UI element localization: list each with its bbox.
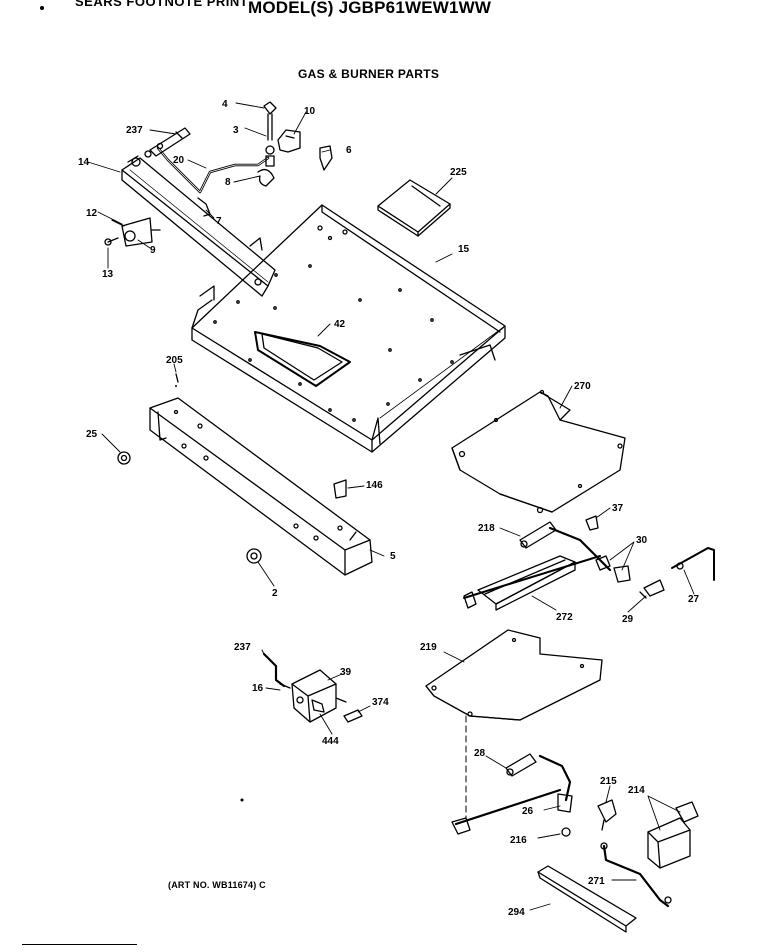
callout-272: 272 bbox=[556, 612, 573, 623]
callout-146: 146 bbox=[366, 480, 383, 491]
shield-part-219 bbox=[425, 629, 603, 721]
burner-box-part-9 bbox=[191, 204, 506, 453]
callout-271: 271 bbox=[588, 876, 605, 887]
front-rail-part-5 bbox=[149, 397, 373, 576]
callout-30: 30 bbox=[636, 535, 648, 546]
clip-part-146 bbox=[333, 479, 347, 499]
callout-14: 14 bbox=[78, 157, 90, 168]
callout-13: 13 bbox=[102, 269, 114, 280]
callout-9: 15 bbox=[458, 244, 470, 255]
callout-237: 237 bbox=[126, 125, 143, 136]
callout-20: 20 bbox=[173, 155, 185, 166]
callout-219: 219 bbox=[420, 642, 437, 653]
igniter-part-6 bbox=[319, 145, 333, 171]
orifice-parts-3-4 bbox=[263, 101, 277, 167]
callout-2: 2 bbox=[272, 588, 278, 599]
callout-205: 205 bbox=[166, 355, 183, 366]
callout-10: 10 bbox=[304, 106, 316, 117]
callout-37: 37 bbox=[612, 503, 624, 514]
callout-27: 27 bbox=[688, 594, 700, 605]
clip-part-37 bbox=[585, 515, 599, 531]
callout-29: 29 bbox=[622, 614, 634, 625]
callout-237-lower: 237 bbox=[234, 642, 251, 653]
valve-parts-12-15 bbox=[104, 217, 161, 247]
burner-part-272 bbox=[463, 555, 576, 611]
lower-burner-parts-28-26 bbox=[451, 753, 573, 837]
plate-part-225 bbox=[377, 179, 451, 237]
clip-part-8 bbox=[257, 168, 275, 187]
callout-16: 16 bbox=[252, 683, 264, 694]
orifice-part-29 bbox=[639, 579, 665, 599]
fitting-part-218 bbox=[463, 521, 612, 599]
callout-444: 444 bbox=[322, 736, 339, 747]
tube-part-271 bbox=[602, 844, 670, 908]
elbow-part-237-lower bbox=[262, 652, 286, 688]
valve-assembly-parts-39-444 bbox=[291, 669, 347, 723]
screw-part-16 bbox=[279, 683, 291, 689]
callout-42: 42 bbox=[334, 319, 346, 330]
spring-part-374 bbox=[343, 709, 363, 723]
screw-part-205 bbox=[175, 373, 179, 383]
callout-12: 12 bbox=[86, 208, 98, 219]
callout-25: 25 bbox=[86, 429, 98, 440]
callout-39: 39 bbox=[340, 667, 352, 678]
callout-374: 374 bbox=[372, 697, 389, 708]
callout-216: 216 bbox=[510, 835, 527, 846]
section-title: GAS & BURNER PARTS bbox=[298, 67, 440, 81]
callout-28: 28 bbox=[474, 748, 486, 759]
callout-3: 3 bbox=[233, 125, 239, 136]
callout-labels: 4 10 237 3 6 14 20 8 225 12 7 15 9 13 42… bbox=[78, 99, 700, 918]
callout-225: 225 bbox=[450, 167, 467, 178]
callout-26: 26 bbox=[522, 806, 534, 817]
manifold-part-14 bbox=[121, 150, 276, 297]
callout-214: 214 bbox=[628, 785, 645, 796]
model-title: MODEL(S) JGBP61WEW1WW bbox=[248, 0, 492, 17]
heat-shield-part-270 bbox=[451, 389, 626, 514]
bottom-rule bbox=[22, 944, 137, 945]
grommet-part-2 bbox=[246, 548, 262, 564]
callout-5: 5 bbox=[390, 551, 396, 562]
clip-part-215 bbox=[597, 799, 617, 831]
header-cut-text: SEARS FOOTNOTE PRINT bbox=[75, 0, 249, 9]
callout-7: 7 bbox=[216, 216, 222, 227]
knob-part-25 bbox=[117, 451, 131, 465]
screw-part-7 bbox=[197, 197, 211, 217]
callout-15: 9 bbox=[150, 245, 156, 256]
callout-8: 8 bbox=[225, 177, 231, 188]
callout-294: 294 bbox=[508, 907, 525, 918]
tube-part-27 bbox=[671, 547, 715, 581]
bracket-part-294 bbox=[537, 865, 637, 933]
leader-lines bbox=[87, 102, 695, 911]
callout-270: 270 bbox=[574, 381, 591, 392]
callout-218: 218 bbox=[478, 523, 495, 534]
callout-6: 6 bbox=[346, 145, 352, 156]
callout-215: 215 bbox=[600, 776, 617, 787]
callout-4: 4 bbox=[222, 99, 228, 110]
art-number: (ART NO. WB11674) C bbox=[168, 880, 266, 890]
bracket-part-10 bbox=[277, 129, 301, 153]
fitting-part-237-top bbox=[149, 127, 191, 157]
scan-specks bbox=[40, 6, 244, 802]
regulator-part-214 bbox=[647, 801, 699, 869]
